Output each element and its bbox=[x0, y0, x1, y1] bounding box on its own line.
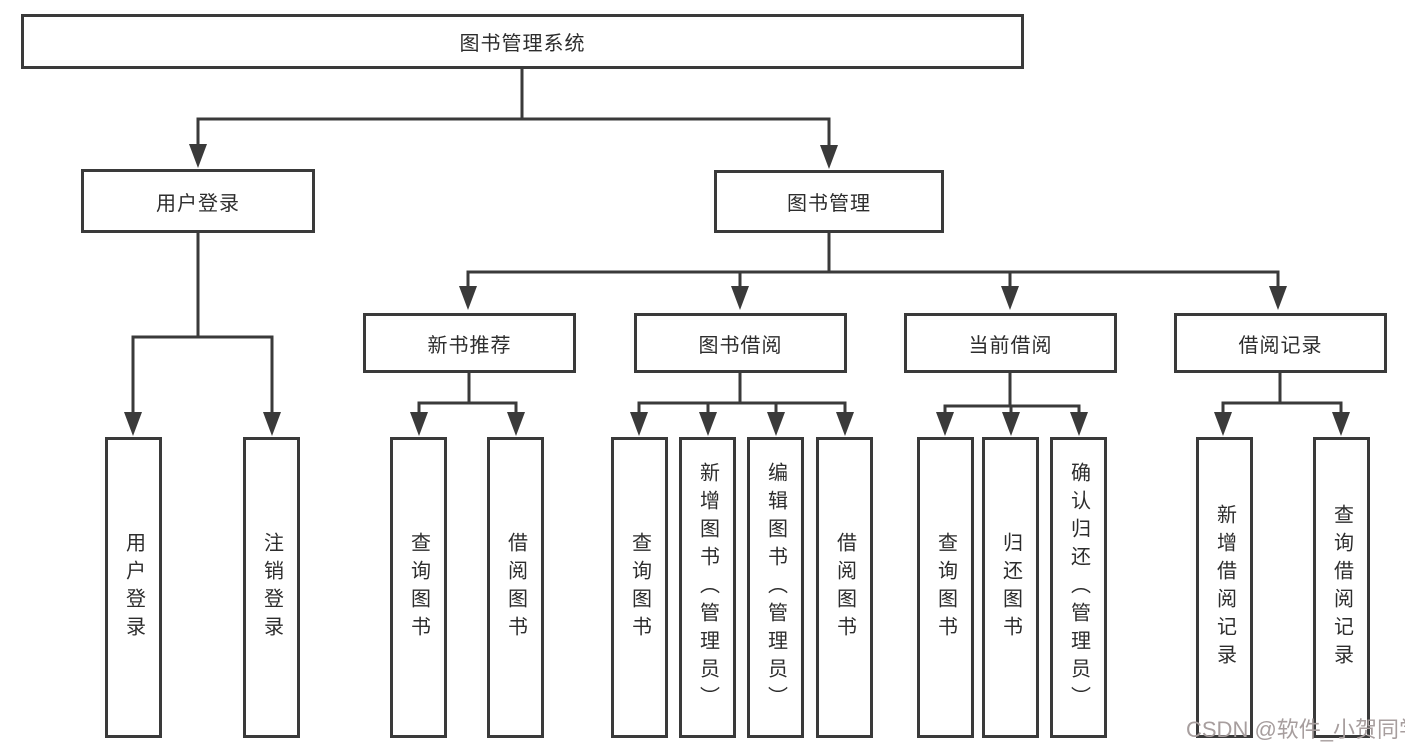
leaf-newbook-query-books: 查询图书 bbox=[390, 437, 447, 738]
node-label: 图书管理 bbox=[787, 193, 871, 215]
node-current-borrow: 当前借阅 bbox=[904, 313, 1117, 373]
arrowhead-icon bbox=[263, 412, 281, 436]
leaf-borrow-query-books: 查询图书 bbox=[611, 437, 668, 738]
arrowhead-icon bbox=[767, 412, 785, 436]
leaf-label: 新增借阅记录 bbox=[1213, 503, 1236, 672]
leaf-borrow-add-books-admin: 新增图书（管理员） bbox=[679, 437, 736, 738]
connector-newbook-rail bbox=[417, 401, 518, 418]
leaf-newbook-borrow-books: 借阅图书 bbox=[487, 437, 544, 738]
connector-level2-rail bbox=[466, 270, 1280, 291]
leaf-label: 借阅图书 bbox=[833, 531, 856, 644]
node-borrow-records: 借阅记录 bbox=[1174, 313, 1387, 373]
arrowhead-icon bbox=[1332, 412, 1350, 436]
leaf-label: 查询借阅记录 bbox=[1330, 503, 1353, 672]
leaf-label: 确认归还（管理员） bbox=[1067, 461, 1090, 714]
node-label: 图书管理系统 bbox=[459, 33, 586, 55]
connector-borrow-rail bbox=[637, 401, 847, 418]
arrowhead-icon bbox=[507, 412, 525, 436]
arrowhead-icon bbox=[410, 412, 428, 436]
arrowhead-icon bbox=[699, 412, 717, 436]
leaf-label: 借阅图书 bbox=[504, 531, 527, 644]
leaf-current-return-books: 归还图书 bbox=[982, 437, 1039, 738]
leaf-label: 归还图书 bbox=[999, 531, 1022, 644]
arrowhead-icon bbox=[1002, 412, 1020, 436]
node-book-management: 图书管理 bbox=[714, 170, 944, 233]
arrowhead-icon bbox=[189, 144, 207, 168]
node-label: 图书借阅 bbox=[698, 334, 783, 357]
node-label: 用户登录 bbox=[156, 192, 240, 215]
leaf-label: 查询图书 bbox=[628, 531, 651, 644]
node-label: 当前借阅 bbox=[968, 334, 1053, 357]
arrowhead-icon bbox=[1001, 286, 1019, 310]
arrowhead-icon bbox=[1070, 412, 1088, 436]
arrowhead-icon bbox=[1269, 286, 1287, 310]
leaf-label: 注销登录 bbox=[260, 531, 283, 644]
leaf-borrow-borrow-books: 借阅图书 bbox=[816, 437, 873, 738]
node-label: 新书推荐 bbox=[427, 334, 512, 357]
leaf-current-confirm-return-admin: 确认归还（管理员） bbox=[1050, 437, 1107, 738]
node-user-login: 用户登录 bbox=[81, 169, 315, 233]
arrowhead-icon bbox=[1214, 412, 1232, 436]
leaf-current-query-books: 查询图书 bbox=[917, 437, 974, 738]
leaf-label: 新增图书（管理员） bbox=[696, 461, 719, 714]
leaf-label: 查询图书 bbox=[934, 531, 957, 644]
arrowhead-icon bbox=[124, 412, 142, 436]
leaf-logout: 注销登录 bbox=[243, 437, 300, 738]
arrowhead-icon bbox=[836, 412, 854, 436]
leaf-records-add-borrow-record: 新增借阅记录 bbox=[1196, 437, 1253, 738]
csdn-watermark: CSDN @软件_小贺同学 bbox=[1186, 717, 1405, 742]
arrowhead-icon bbox=[936, 412, 954, 436]
node-label: 借阅记录 bbox=[1238, 334, 1323, 357]
leaf-label: 用户登录 bbox=[122, 531, 145, 644]
arrowhead-icon bbox=[459, 286, 477, 310]
leaf-records-query-borrow-record: 查询借阅记录 bbox=[1313, 437, 1370, 738]
node-new-book-recommend: 新书推荐 bbox=[363, 313, 576, 373]
connector-userlogin-rail bbox=[131, 335, 274, 416]
connector-records-rail bbox=[1221, 401, 1343, 418]
arrowhead-icon bbox=[731, 286, 749, 310]
arrowhead-icon bbox=[630, 412, 648, 436]
leaf-borrow-edit-books-admin: 编辑图书（管理员） bbox=[747, 437, 804, 738]
leaf-user-login: 用户登录 bbox=[105, 437, 162, 738]
leaf-label: 编辑图书（管理员） bbox=[764, 461, 787, 714]
node-library-management-system: 图书管理系统 bbox=[21, 14, 1024, 69]
arrowhead-icon bbox=[820, 145, 838, 169]
node-book-borrow: 图书借阅 bbox=[634, 313, 847, 373]
connector-level1-rail bbox=[196, 117, 831, 150]
leaf-label: 查询图书 bbox=[407, 531, 430, 644]
